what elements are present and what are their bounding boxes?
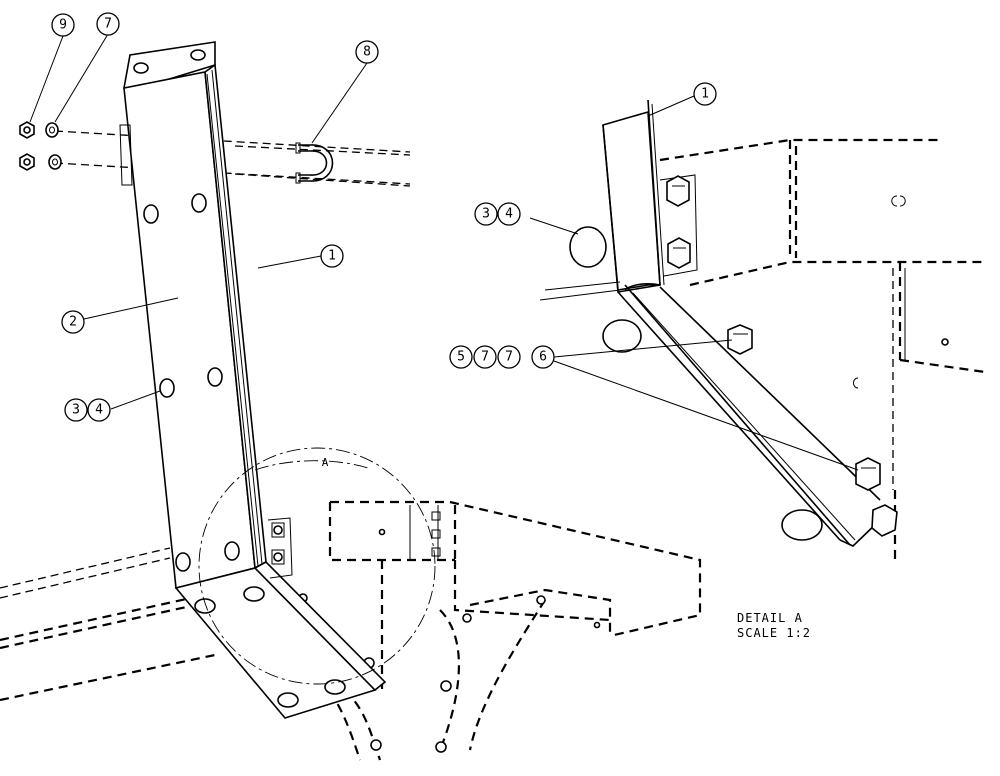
svg-text:7: 7: [481, 350, 489, 365]
ubolt-axis-upper: [54, 130, 411, 153]
svg-text:4: 4: [505, 207, 513, 222]
balloon-4-detail: 4: [497, 202, 521, 226]
frame-tube-top: [234, 145, 411, 156]
nut-washer-stack: [19, 121, 62, 171]
balloon-3-detail: 3: [474, 202, 498, 226]
balloon-9: 9: [51, 13, 75, 37]
detail-note-scale: SCALE 1:2: [737, 626, 811, 640]
main-view: A: [0, 33, 702, 761]
balloon-8: 8: [355, 40, 379, 64]
svg-text:5: 5: [457, 350, 465, 365]
leader-8: [311, 62, 368, 144]
leader-1-detail: [647, 95, 695, 117]
detail-circle: [198, 447, 436, 685]
svg-text:7: 7: [505, 350, 513, 365]
leader-5-7-7-6-b: [553, 360, 859, 471]
svg-text:2: 2: [69, 315, 77, 330]
frame-tube-bottom: [234, 173, 411, 187]
leader-7: [54, 33, 109, 123]
balloon-1-main: 1: [320, 244, 344, 268]
detail-view: [529, 95, 986, 560]
balloon-5: 5: [449, 345, 473, 369]
balloon-6: 6: [531, 345, 555, 369]
detail-hole-lower: [781, 509, 823, 541]
balloon-4-main: 4: [87, 398, 111, 422]
svg-text:8: 8: [363, 45, 371, 60]
detail-bolts: [666, 175, 898, 537]
svg-text:4: 4: [95, 403, 103, 418]
svg-text:9: 9: [59, 18, 67, 33]
leader-3-4-detail: [529, 217, 579, 235]
leader-5-7-7-6-a: [553, 339, 733, 358]
balloon-7a: 7: [473, 345, 497, 369]
bracket-part-1: [119, 41, 387, 719]
balloon-1-detail: 1: [693, 82, 717, 106]
detail-arc-arrow: [254, 460, 369, 471]
leader-3-4: [110, 390, 161, 410]
balloon-7-top: 7: [96, 12, 120, 36]
detail-bracket: [602, 99, 881, 547]
detail-note-title: DETAIL A: [737, 611, 803, 625]
svg-text:3: 3: [482, 207, 490, 222]
detail-plug-3-4: [569, 226, 607, 268]
leader-2: [83, 297, 179, 320]
ubolt-axis-lower: [54, 162, 411, 185]
balloon-7b: 7: [497, 345, 521, 369]
u-bolt-part-8: [295, 142, 334, 184]
frame-hidden-lines: [0, 500, 702, 761]
bracket-holes: [133, 49, 346, 708]
svg-text:3: 3: [72, 403, 80, 418]
balloon-2: 2: [61, 310, 85, 334]
svg-text:6: 6: [539, 350, 547, 365]
detail-view-letter: A: [322, 456, 329, 469]
svg-text:7: 7: [104, 17, 112, 32]
svg-text:1: 1: [701, 87, 709, 102]
svg-text:1: 1: [328, 249, 336, 264]
leader-1: [257, 255, 322, 269]
leader-9: [29, 35, 64, 123]
detail-hole-upper: [602, 319, 642, 353]
balloon-3-main: 3: [64, 398, 88, 422]
